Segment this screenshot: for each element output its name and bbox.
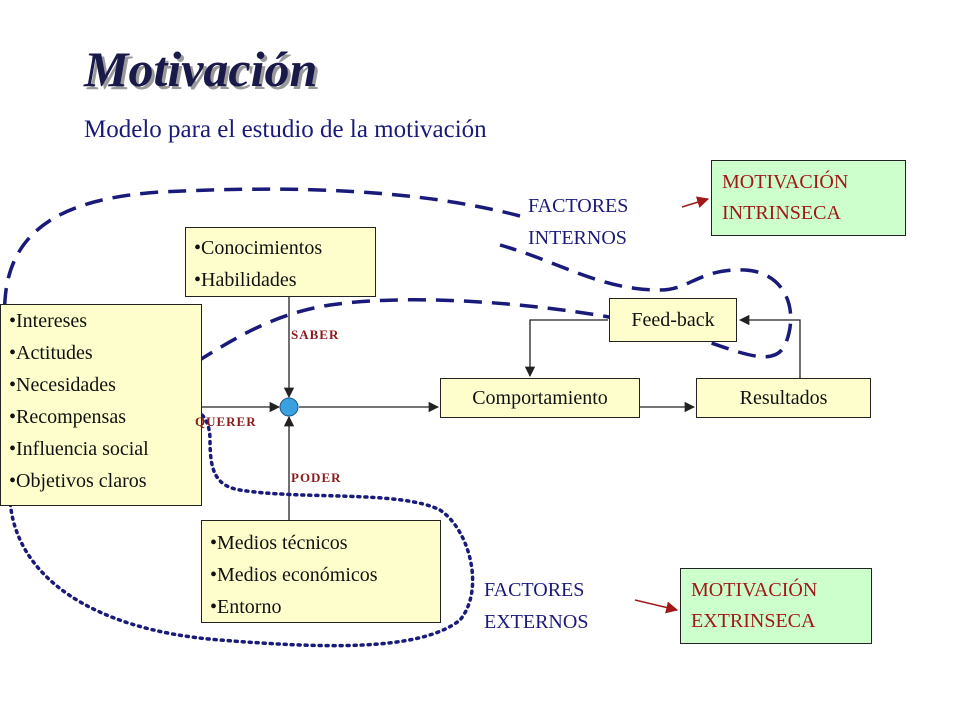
page-title: Motivación [84, 41, 318, 97]
querer-item: Necesidades [9, 369, 201, 401]
querer-item: Influencia social [9, 433, 201, 465]
motivacion-intrinseca-line1: MOTIVACIÓN [722, 171, 849, 193]
factores-internos-line1: FACTORES [528, 195, 629, 217]
externos-to-extrinseca-arrow [634, 599, 679, 614]
querer-box: Intereses Actitudes Necesidades Recompen… [0, 304, 202, 506]
poder-box: Medios técnicos Medios económicos Entorn… [201, 520, 441, 623]
poder-item: Medios económicos [210, 559, 440, 591]
page-subtitle: Modelo para el estudio de la motivación [84, 116, 487, 143]
querer-item: Actitudes [9, 337, 201, 369]
factores-internos-curve [2, 187, 793, 403]
motivacion-extrinseca-box: MOTIVACIÓN EXTRINSECA [680, 568, 872, 644]
factores-internos-line2: INTERNOS [528, 227, 627, 249]
querer-label: QUERER [195, 414, 257, 429]
resultados-to-feedback-arrow [738, 314, 801, 378]
saber-label: SABER [291, 327, 340, 342]
factores-externos-line2: EXTERNOS [484, 611, 589, 633]
querer-item: Intereses [9, 305, 201, 337]
central-node [279, 397, 299, 417]
querer-item: Recompensas [9, 401, 201, 433]
internos-to-intrinseca-arrow [681, 196, 710, 208]
comportamiento-box: Comportamiento [440, 378, 640, 418]
poder-label: PODER [291, 470, 342, 485]
motivacion-intrinseca-box: MOTIVACIÓN INTRINSECA [711, 160, 906, 236]
saber-item: Conocimientos [194, 232, 375, 264]
feedback-box: Feed-back [609, 298, 737, 342]
factores-externos-text: FACTORES EXTERNOS [484, 574, 588, 638]
factores-externos-curve [7, 400, 475, 648]
saber-item: Habilidades [194, 264, 375, 296]
resultados-box: Resultados [696, 378, 871, 418]
poder-item: Entorno [210, 591, 440, 623]
poder-item: Medios técnicos [210, 527, 440, 559]
feedback-to-comportamiento-arrow [524, 319, 608, 378]
factores-externos-line1: FACTORES [484, 579, 585, 601]
motivacion-extrinseca-line1: MOTIVACIÓN [691, 579, 818, 601]
saber-box: Conocimientos Habilidades [185, 227, 376, 297]
factores-internos-text: FACTORES INTERNOS [528, 190, 628, 254]
querer-item: Objetivos claros [9, 465, 201, 497]
motivacion-extrinseca-line2: EXTRINSECA [691, 610, 816, 632]
motivacion-intrinseca-line2: INTRINSECA [722, 202, 841, 224]
